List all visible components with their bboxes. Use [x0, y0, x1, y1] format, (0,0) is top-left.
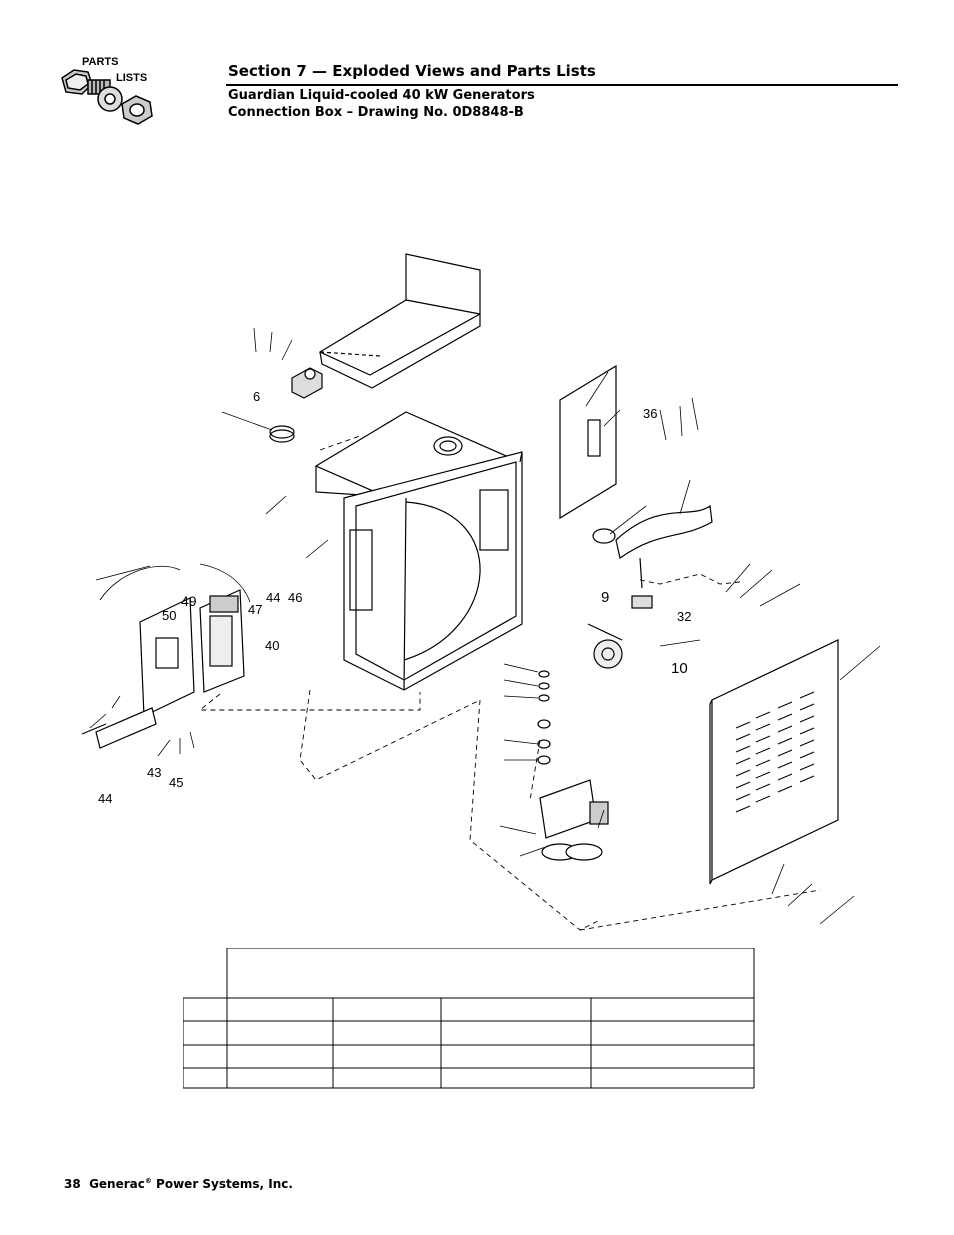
parts-list-table — [183, 948, 755, 1089]
callout-32: 32 — [677, 609, 691, 624]
callout-44a: 44 — [266, 590, 280, 605]
callout-44b: 44 — [98, 791, 112, 806]
company-name-rest: Power Systems, Inc. — [151, 1177, 293, 1191]
callout-10: 10 — [671, 660, 688, 677]
callout-45: 45 — [169, 775, 183, 790]
callout-9: 9 — [601, 589, 609, 606]
callout-47: 47 — [248, 602, 262, 617]
logo-lists-text: LISTS — [116, 72, 147, 84]
callout-36: 36 — [643, 406, 657, 421]
parts-lists-logo: PARTS LISTS — [61, 56, 153, 125]
subtitle-line-1: Guardian Liquid-cooled 40 kW Generators — [228, 88, 535, 103]
callout-6: 6 — [253, 389, 260, 404]
header-rule — [226, 84, 898, 86]
exploded-view-drawing: 6 9 10 32 36 40 43 44 44 45 46 47 49 50 — [81, 253, 881, 931]
logo-parts-text: PARTS — [82, 56, 118, 68]
subtitle-line-2: Connection Box – Drawing No. 0D8848-B — [228, 105, 524, 120]
page-footer: 38 Generac® Power Systems, Inc. — [64, 1177, 293, 1191]
callout-49: 49 — [181, 593, 197, 609]
registered-mark: ® — [144, 1177, 152, 1185]
page-number: 38 — [64, 1177, 81, 1191]
callout-50: 50 — [162, 608, 176, 623]
callout-40: 40 — [265, 638, 279, 653]
section-title: Section 7 — Exploded Views and Parts Lis… — [228, 62, 596, 80]
callout-46: 46 — [288, 590, 302, 605]
callout-43: 43 — [147, 765, 161, 780]
company-name: Generac — [89, 1177, 145, 1191]
